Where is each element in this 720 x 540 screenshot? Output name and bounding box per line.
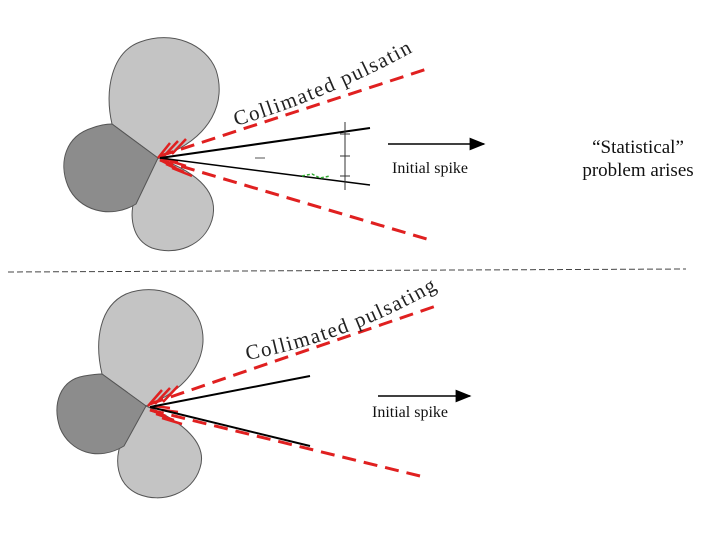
top-panel: Collimated pulsating tail: [0, 0, 486, 252]
top-lower-lobe: [131, 157, 214, 252]
top-initial-spike-label: Initial spike: [392, 160, 468, 177]
problem-note-line2: problem arises: [582, 160, 694, 181]
top-spike-lower-line: [159, 157, 371, 186]
bottom-lower-lobe: [117, 405, 202, 499]
bottom-upper-lobe: [98, 289, 204, 407]
top-upper-jet-boundary: [159, 66, 431, 158]
bottom-spike-lower-line: [149, 406, 311, 447]
statistical-problem-note: “Statistical” problem arises: [548, 136, 720, 182]
bottom-initial-spike-label: Initial spike: [372, 404, 448, 421]
top-dark-lobe: [63, 123, 159, 213]
top-spike-inset: [255, 122, 350, 190]
problem-note-line1: “Statistical”: [592, 137, 684, 158]
bottom-upper-jet-boundary: [149, 304, 437, 406]
top-upper-lobe: [108, 37, 220, 159]
bottom-dark-lobe: [56, 373, 147, 455]
bottom-lower-jet-boundary: [149, 408, 421, 478]
bottom-spike-upper-line: [149, 375, 311, 408]
top-lower-jet-boundary: [159, 158, 431, 242]
panel-separator: [7, 268, 687, 273]
top-spike-upper-line: [159, 127, 371, 159]
bottom-panel: Collimated pulsating tail: [0, 0, 472, 499]
